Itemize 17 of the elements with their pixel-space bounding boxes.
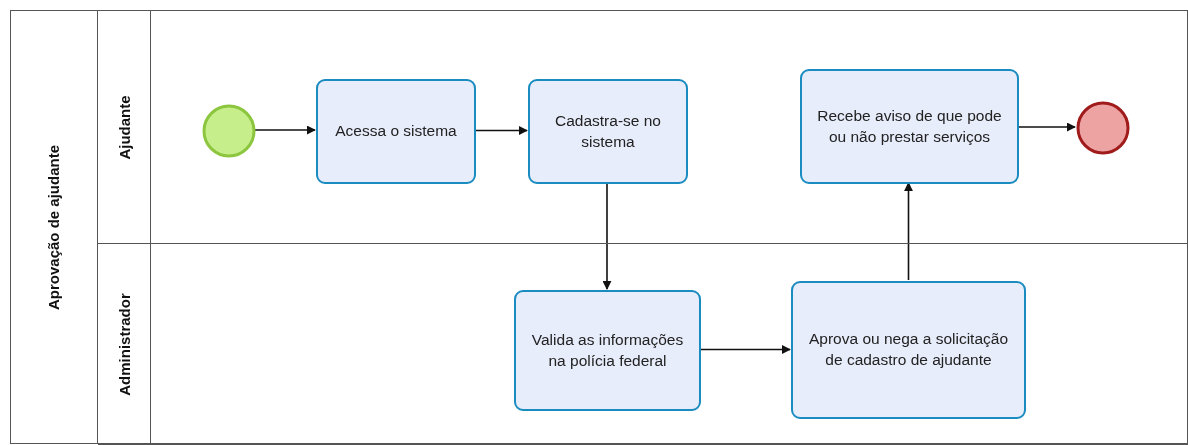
lane-label: Administrador <box>115 292 133 396</box>
task-box: Acessa o sistema <box>316 79 476 184</box>
task-box: Recebe aviso de que pode ou não prestar serviços <box>800 69 1019 184</box>
arrow <box>474 126 528 135</box>
task-box: Valida as informações na polícia federal <box>514 290 701 411</box>
arrow <box>1017 122 1076 132</box>
swimlane <box>98 11 1188 244</box>
arrow <box>254 125 316 135</box>
pool-label: Aprovação de ajudante <box>45 144 63 310</box>
swimlane <box>98 244 1188 445</box>
arrow <box>602 182 612 290</box>
task-box: Aprova ou nega a solicitação de cadastro de ajudante <box>791 281 1026 419</box>
lane-label: Ajudante <box>115 94 133 160</box>
arrow <box>699 345 791 354</box>
task-box: Cadastra-se no sistema <box>528 79 688 184</box>
pool <box>10 10 1188 444</box>
arrow <box>904 182 913 281</box>
